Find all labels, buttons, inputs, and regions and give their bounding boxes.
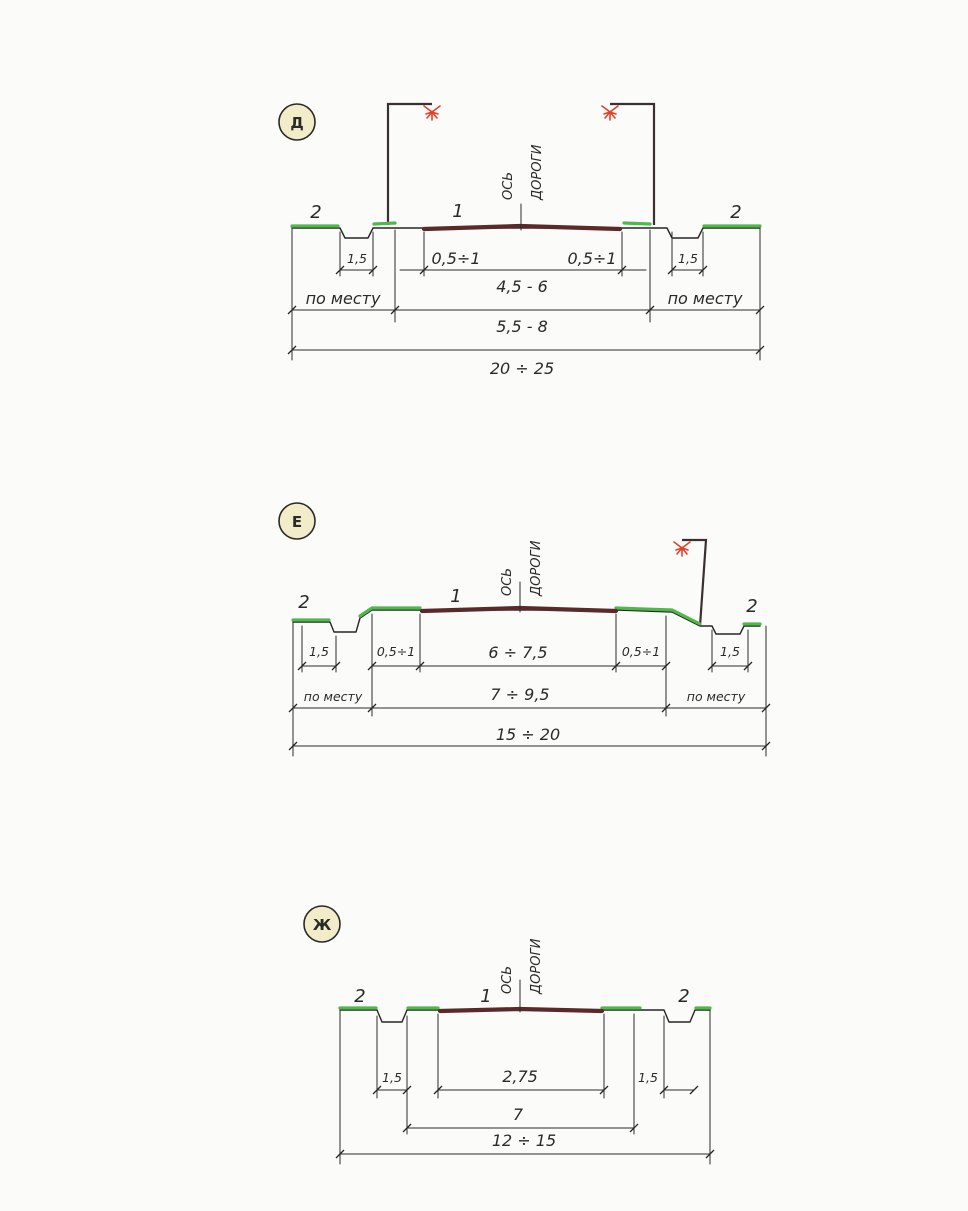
- section-e-badge: [278, 502, 316, 540]
- section-zh-badge-letter: Ж: [313, 916, 332, 934]
- section-e-dim-ditch-left: 1,5: [309, 644, 329, 659]
- section-zh-dim-ditch-left: 1,5: [382, 1070, 402, 1085]
- section-zh-dim-roadway: 7: [513, 1105, 524, 1124]
- section-zh-label-right: 2: [678, 986, 689, 1007]
- section-e-dim-carriageway: 6 ÷ 7,5: [488, 643, 547, 662]
- section-e-axis-label-1: ОСЬ: [500, 568, 515, 596]
- section-e-label-left: 2: [298, 592, 309, 613]
- section-d-badge-letter: Д: [290, 114, 303, 132]
- section-zh-axis-label-2: ДОРОГИ: [529, 938, 544, 995]
- section-e-dim-shoulder-right: 0,5÷1: [622, 644, 660, 659]
- section-zh-paving: [437, 1006, 605, 1014]
- section-e-lamp: [673, 538, 708, 627]
- section-d-dim-local-right: по месту: [668, 289, 743, 308]
- section-d-dim-carriageway: 4,5 - 6: [496, 277, 548, 296]
- section-d-axis-label-1: ОСЬ: [501, 172, 516, 200]
- section-e-label-paving: 1: [450, 586, 461, 607]
- section-d-ground-line: [291, 227, 761, 239]
- section-e-dim-ditch-right: 1,5: [720, 644, 740, 659]
- section-zh-extension-lines: [339, 1009, 711, 1165]
- section-d-badge: [278, 103, 316, 141]
- section-d-label-right: 2: [730, 202, 741, 223]
- section-d-axis-label-2: ДОРОГИ: [530, 144, 545, 201]
- section-d-verge-right: [622, 221, 652, 226]
- section-zh-dim-carriageway: 2,75: [502, 1067, 538, 1086]
- section-zh: Ж ОСЬ ДОРОГИ 2 1 2 1,5 1,5 2,75 7 12 ÷ 1…: [303, 905, 715, 1165]
- section-d-dim-local-left: по месту: [306, 289, 381, 308]
- section-d-lamp-left: [386, 102, 441, 225]
- section-zh-dim-ditch-right: 1,5: [638, 1070, 658, 1085]
- section-e-axis-label-2: ДОРОГИ: [529, 540, 544, 597]
- section-d-paving: [421, 223, 623, 232]
- section-zh-dimension-lines: [339, 1089, 711, 1155]
- section-d-dim-ditch-right: 1,5: [678, 251, 698, 266]
- section-e-badge-letter: Е: [292, 513, 302, 531]
- section-e-dim-local-left: по месту: [304, 689, 363, 704]
- section-zh-dimension-ticks: [335, 1085, 715, 1159]
- section-d-dim-shoulder-left: 0,5÷1: [431, 249, 480, 268]
- section-e: Е ОСЬ ДОРОГИ 2 1 2 1,5 1,5 0,5÷1 0,5÷1 6…: [278, 502, 771, 757]
- section-e-verge-left: [358, 606, 422, 618]
- section-d-dim-shoulder-right: 0,5÷1: [567, 249, 616, 268]
- section-zh-label-paving: 1: [480, 986, 491, 1007]
- section-e-dim-shoulder-left: 0,5÷1: [377, 644, 415, 659]
- section-zh-badge: [303, 905, 341, 943]
- section-d-dim-ditch-left: 1,5: [347, 251, 367, 266]
- section-e-dim-local-right: по месту: [687, 689, 746, 704]
- section-d-lamp-right: [601, 102, 656, 225]
- section-e-dim-roadway: 7 ÷ 9,5: [490, 685, 549, 704]
- section-d-dim-roadway: 5,5 - 8: [496, 317, 548, 336]
- section-zh-label-left: 2: [354, 986, 365, 1007]
- section-zh-dim-total: 12 ÷ 15: [492, 1131, 556, 1150]
- section-zh-ground-line: [339, 1009, 711, 1023]
- section-d-label-left: 2: [310, 202, 321, 223]
- section-d-verge-left: [372, 221, 397, 226]
- section-e-label-right: 2: [746, 596, 757, 617]
- section-d-dimension-ticks: [287, 265, 765, 355]
- section-e-verge-right: [614, 606, 702, 626]
- section-d-dimension-lines: [291, 269, 761, 351]
- section-d-label-paving: 1: [452, 201, 463, 222]
- section-e-dimension-lines: [292, 665, 767, 747]
- section-d: Д ОСЬ ДОРОГИ 2 1 2 1,5 1,5 0,5÷1 0: [278, 102, 765, 378]
- section-e-dim-total: 15 ÷ 20: [496, 725, 560, 744]
- section-d-extension-lines: [291, 227, 761, 361]
- section-e-dimension-ticks: [288, 661, 771, 751]
- section-d-dim-total: 20 ÷ 25: [490, 359, 554, 378]
- section-zh-axis-label-1: ОСЬ: [500, 966, 515, 994]
